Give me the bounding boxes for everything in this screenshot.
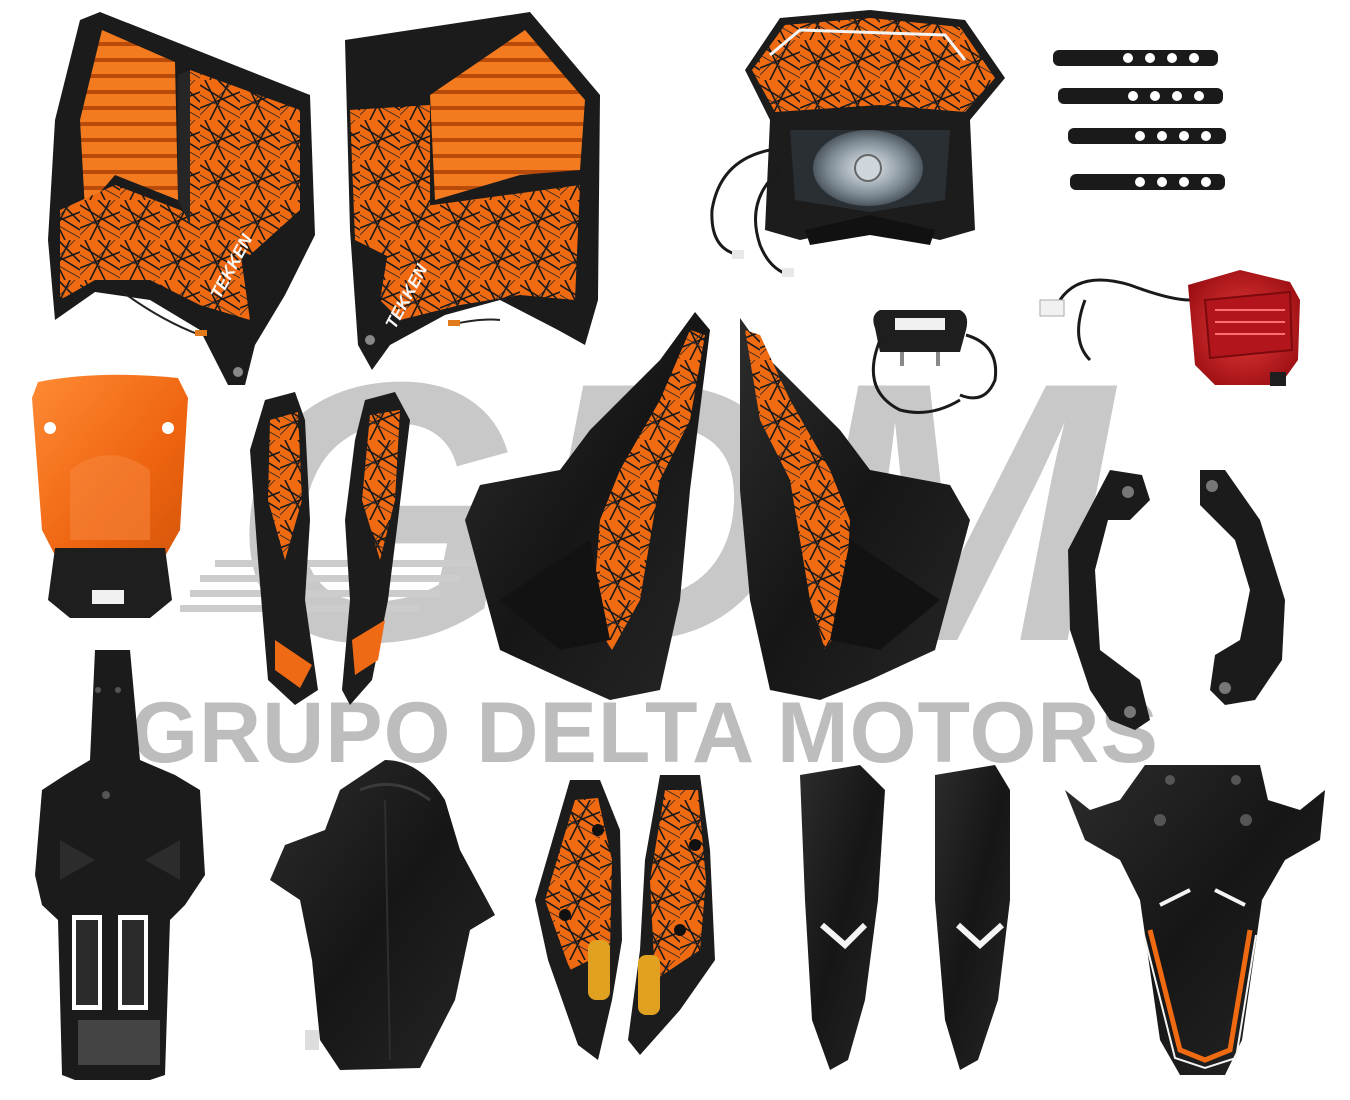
under-seat-tray (35, 650, 205, 1080)
mounting-strap (1053, 50, 1218, 66)
right-tank-cover (740, 318, 970, 700)
mounting-strap (1058, 88, 1223, 104)
left-tank-cover (465, 312, 710, 700)
rear-fender (1065, 765, 1325, 1075)
headlight-mask (710, 10, 1005, 277)
left-radiator-shroud: TEKKEN (48, 12, 315, 385)
rear-seat-cowl (32, 374, 188, 618)
mounting-strap (1070, 174, 1225, 190)
front-side-covers (535, 775, 715, 1060)
left-side-panel (250, 392, 318, 705)
tail-light (1039, 270, 1300, 386)
mounting-straps (1053, 50, 1226, 190)
right-side-panel (342, 392, 410, 705)
license-plate-light (871, 310, 998, 414)
grab-rails (1068, 470, 1285, 730)
watermark-company-name: GRUPO DELTA MOTORS (131, 685, 1159, 781)
mounting-strap (1068, 128, 1226, 144)
fork-guards (800, 765, 1010, 1070)
front-fender (270, 760, 495, 1070)
right-radiator-shroud: TEKKEN (345, 12, 600, 370)
